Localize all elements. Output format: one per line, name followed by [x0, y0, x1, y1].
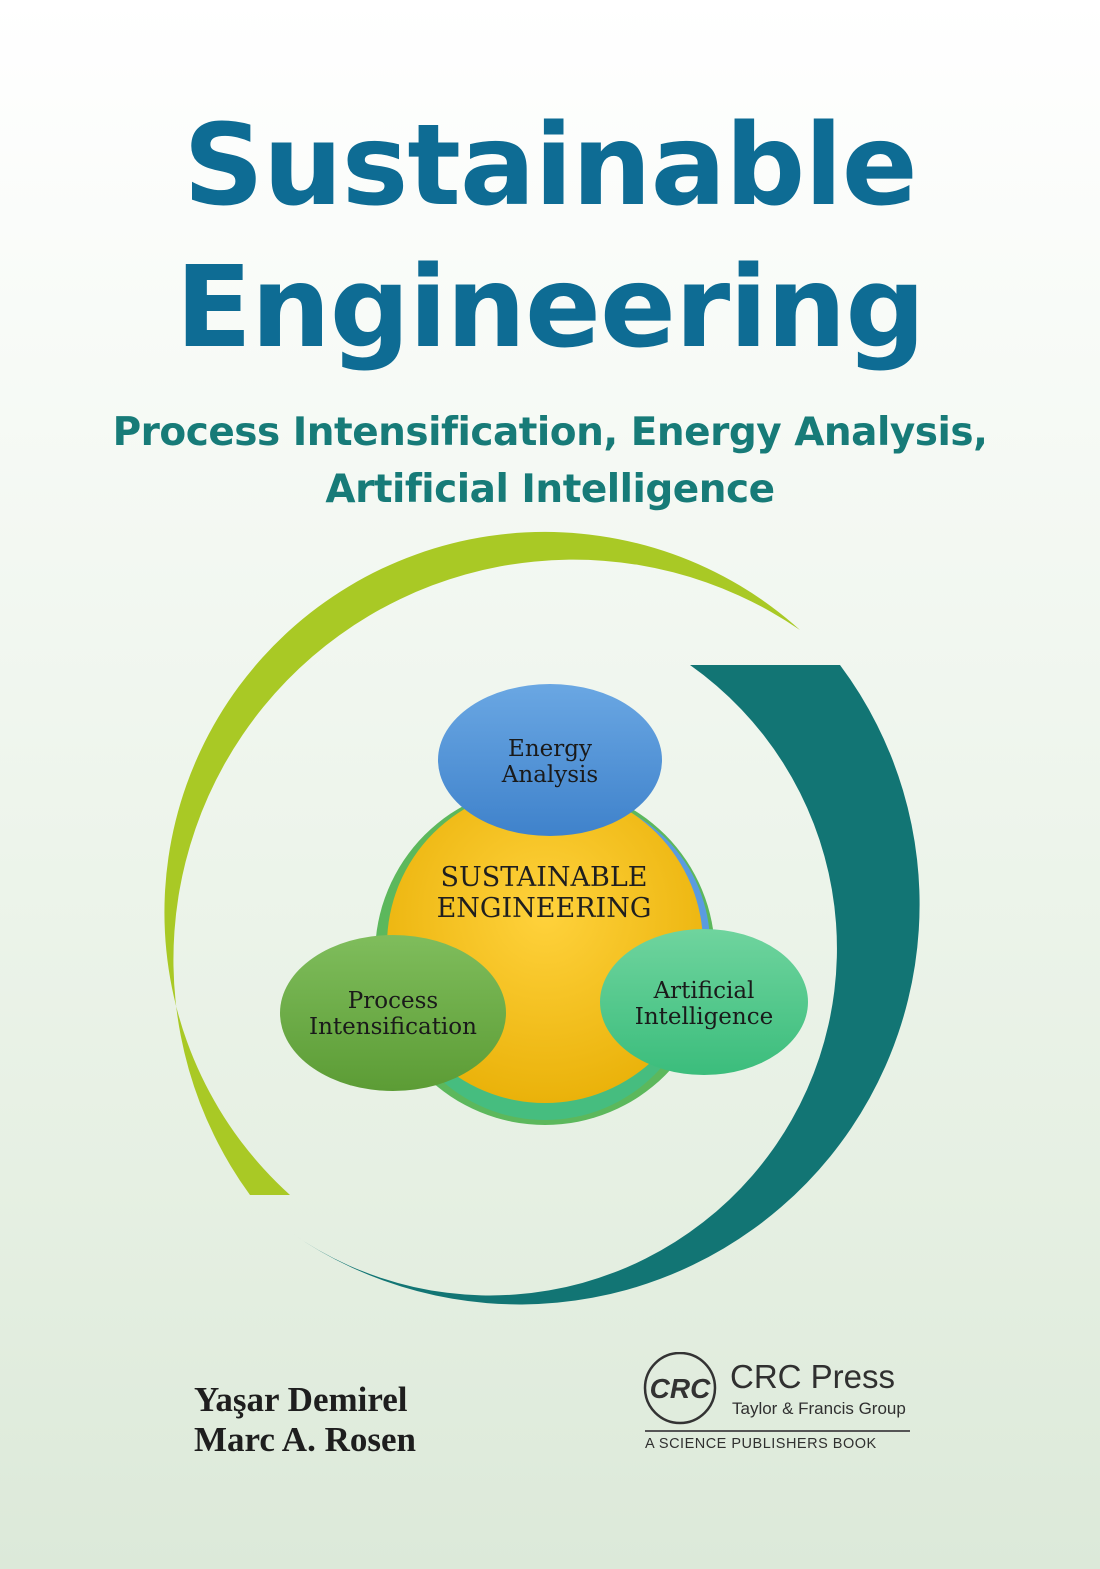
- publisher-divider: [645, 1430, 910, 1432]
- crc-logo: CRC: [643, 1352, 717, 1425]
- process-node-label-line-2: Intensification: [309, 1014, 477, 1040]
- publisher-name: CRC Press: [730, 1358, 896, 1395]
- process-node-label-line-1: Process: [348, 988, 438, 1014]
- artificial-intelligence-node: [600, 929, 808, 1075]
- process-intensification-node: [280, 935, 506, 1091]
- subtitle-line-1: Process Intensification, Energy Analysis…: [112, 410, 988, 455]
- lime-ring-arc: [164, 531, 801, 1195]
- book-title-line-1: Sustainable: [183, 101, 917, 231]
- ai-node-label-line-1: Artificial: [653, 978, 755, 1004]
- author-1: Yaşar Demirel: [194, 1380, 408, 1419]
- ai-node-label-line-2: Intelligence: [635, 1004, 773, 1030]
- center-label-line-1: SUSTAINABLE: [440, 862, 647, 893]
- teal-ring-arc: [290, 665, 920, 1305]
- energy-analysis-node: [438, 684, 662, 836]
- energy-node-label-line-2: Analysis: [501, 762, 598, 788]
- book-title-line-2: Engineering: [175, 243, 926, 373]
- publisher-series: A SCIENCE PUBLISHERS BOOK: [645, 1436, 877, 1452]
- center-label-line-2: ENGINEERING: [437, 893, 652, 924]
- crc-logo-text: CRC: [650, 1373, 711, 1404]
- subtitle-line-2: Artificial Intelligence: [325, 467, 775, 512]
- author-2: Marc A. Rosen: [194, 1420, 416, 1459]
- energy-node-label-line-1: Energy: [508, 736, 592, 762]
- publisher-group: Taylor & Francis Group: [732, 1399, 906, 1418]
- publisher-block: CRC CRC Press Taylor & Francis Group A S…: [640, 1352, 930, 1462]
